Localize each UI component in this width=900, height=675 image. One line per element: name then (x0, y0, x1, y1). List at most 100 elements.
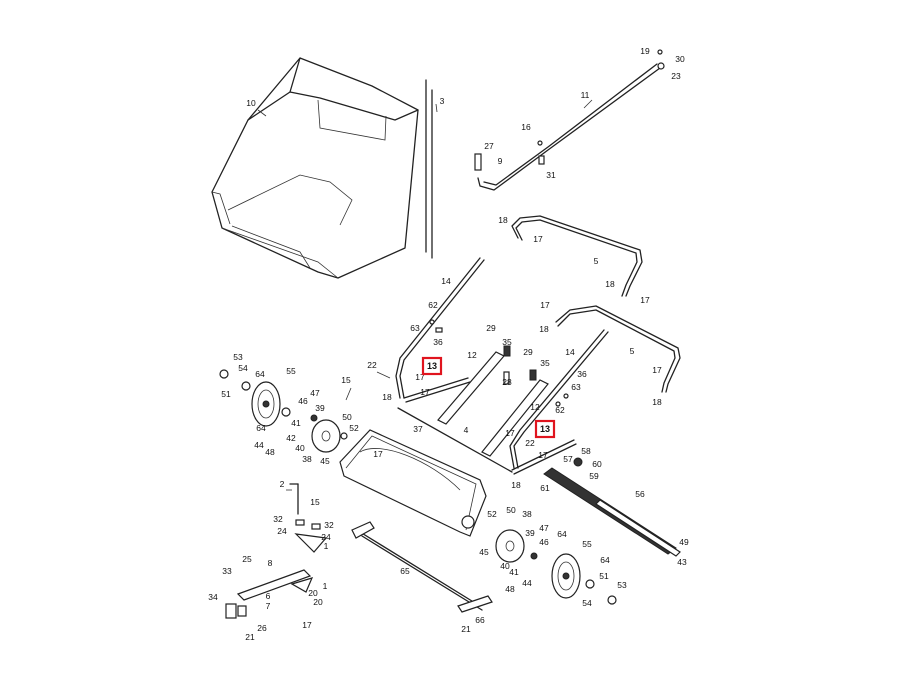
callout-64: 64 (557, 529, 567, 539)
callout-66: 66 (475, 615, 485, 625)
callout-10: 10 (246, 98, 256, 108)
callout-24: 24 (321, 532, 331, 542)
callout-27: 27 (484, 141, 494, 151)
hitch-assembly (225, 483, 328, 619)
callout-26: 26 (257, 623, 267, 633)
highlight-box-13 (421, 356, 443, 376)
callout-17: 17 (420, 387, 430, 397)
handle-loop-lower (555, 305, 681, 393)
callout-21: 21 (461, 624, 471, 634)
callout-45: 45 (479, 547, 489, 557)
axle-rod (397, 407, 513, 473)
callout-22: 22 (367, 360, 377, 370)
callout-37: 37 (413, 424, 423, 434)
highlight-callout-13: 13 (540, 424, 550, 434)
callout-18: 18 (498, 215, 508, 225)
callout-46: 46 (298, 396, 308, 406)
callout-18: 18 (605, 279, 615, 289)
callout-39: 39 (525, 528, 535, 538)
callout-35: 35 (502, 337, 512, 347)
callout-18: 18 (539, 324, 549, 334)
callout-28: 28 (502, 377, 512, 387)
callout-18: 18 (382, 392, 392, 402)
callout-40: 40 (295, 443, 305, 453)
callout-36: 36 (577, 369, 587, 379)
wheel-left (219, 369, 291, 427)
hopper-bag (211, 57, 419, 279)
callout-38: 38 (522, 509, 532, 519)
brush-part-56 (543, 457, 681, 557)
callout-47: 47 (539, 523, 549, 533)
callout-33: 33 (222, 566, 232, 576)
callout-48: 48 (505, 584, 515, 594)
callout-32: 32 (273, 514, 283, 524)
callout-44: 44 (254, 440, 264, 450)
callout-50: 50 (506, 505, 516, 515)
callout-36: 36 (433, 337, 443, 347)
callout-53: 53 (233, 352, 243, 362)
cross-bars (437, 345, 549, 457)
callout-3: 3 (440, 96, 445, 106)
bar-part-13 (403, 377, 577, 475)
callout-17: 17 (505, 428, 515, 438)
callout-21: 21 (245, 632, 255, 642)
callout-32: 32 (324, 520, 334, 530)
callout-20: 20 (313, 597, 323, 607)
callout-55: 55 (582, 539, 592, 549)
callout-55: 55 (286, 366, 296, 376)
callout-61: 61 (540, 483, 550, 493)
tube-right (509, 329, 609, 469)
callout-60: 60 (592, 459, 602, 469)
callout-54: 54 (238, 363, 248, 373)
callout-17: 17 (538, 450, 548, 460)
upper-handle (474, 49, 665, 191)
callout-43: 43 (677, 557, 687, 567)
callout-25: 25 (242, 554, 252, 564)
callout-62: 62 (555, 405, 565, 415)
callout-52: 52 (349, 423, 359, 433)
callout-63: 63 (571, 382, 581, 392)
callout-41: 41 (291, 418, 301, 428)
callout-23: 23 (671, 71, 681, 81)
callout-58: 58 (581, 446, 591, 456)
callout-50: 50 (342, 412, 352, 422)
callout-8: 8 (268, 558, 273, 568)
callout-17: 17 (373, 449, 383, 459)
callout-1: 1 (323, 581, 328, 591)
callout-59: 59 (589, 471, 599, 481)
callout-34: 34 (208, 592, 218, 602)
callout-6: 6 (266, 591, 271, 601)
callout-44: 44 (522, 578, 532, 588)
callout-64: 64 (600, 555, 610, 565)
callout-63: 63 (410, 323, 420, 333)
callout-52: 52 (487, 509, 497, 519)
callout-51: 51 (599, 571, 609, 581)
callout-46: 46 (539, 537, 549, 547)
leader-ticks (257, 99, 593, 491)
callout-42: 42 (286, 433, 296, 443)
callout-4: 4 (464, 425, 469, 435)
callout-62: 62 (428, 300, 438, 310)
callout-22: 22 (525, 438, 535, 448)
callout-47: 47 (310, 388, 320, 398)
highlight-box-13 (534, 419, 556, 439)
highlight-callout-13: 13 (427, 361, 437, 371)
tow-rod (351, 521, 493, 613)
callout-54: 54 (582, 598, 592, 608)
callout-24: 24 (277, 526, 287, 536)
callout-17: 17 (652, 365, 662, 375)
callout-48: 48 (265, 447, 275, 457)
wheel-right (551, 553, 617, 605)
rod-part-3 (425, 79, 438, 259)
callout-15: 15 (341, 375, 351, 385)
callout-65: 65 (400, 566, 410, 576)
callout-16: 16 (521, 122, 531, 132)
gear-left (310, 414, 348, 453)
callout-9: 9 (498, 156, 503, 166)
callout-41: 41 (509, 567, 519, 577)
callout-17: 17 (533, 234, 543, 244)
handle-loop-upper (511, 215, 643, 297)
callout-12: 12 (530, 402, 540, 412)
callout-2: 2 (280, 479, 285, 489)
callout-56: 56 (635, 489, 645, 499)
